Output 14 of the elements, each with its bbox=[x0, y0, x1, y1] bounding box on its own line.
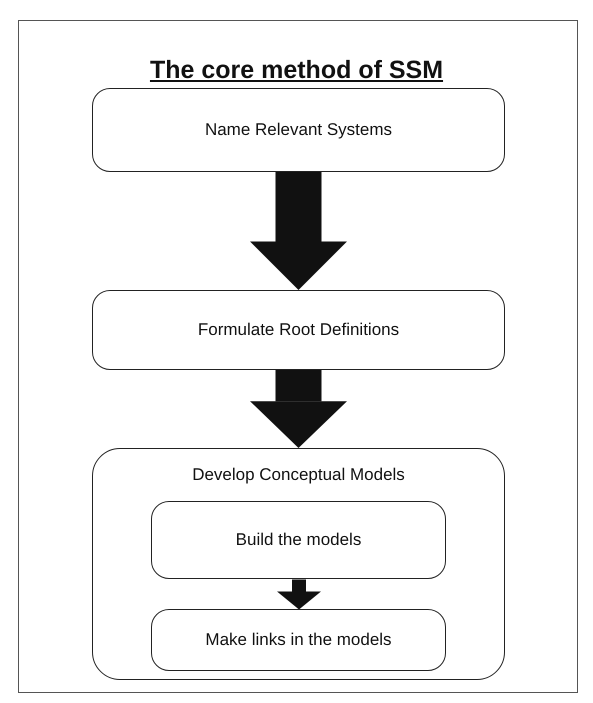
process-box bbox=[151, 501, 446, 579]
process-box bbox=[92, 88, 505, 172]
process-box bbox=[92, 448, 505, 680]
block-arrow bbox=[277, 580, 321, 610]
block-arrow bbox=[250, 370, 347, 448]
block-arrow bbox=[250, 172, 347, 290]
process-box bbox=[92, 290, 505, 370]
step-label: Formulate Root Definitions bbox=[196, 320, 400, 340]
process-box bbox=[151, 609, 446, 671]
step-label: Build the models bbox=[234, 530, 362, 550]
group-heading: Develop Conceptual Models bbox=[191, 465, 406, 485]
diagram-title: The core method of SSM bbox=[148, 56, 444, 85]
step-label: Name Relevant Systems bbox=[204, 120, 394, 140]
step-label: Make links in the models bbox=[204, 630, 393, 650]
